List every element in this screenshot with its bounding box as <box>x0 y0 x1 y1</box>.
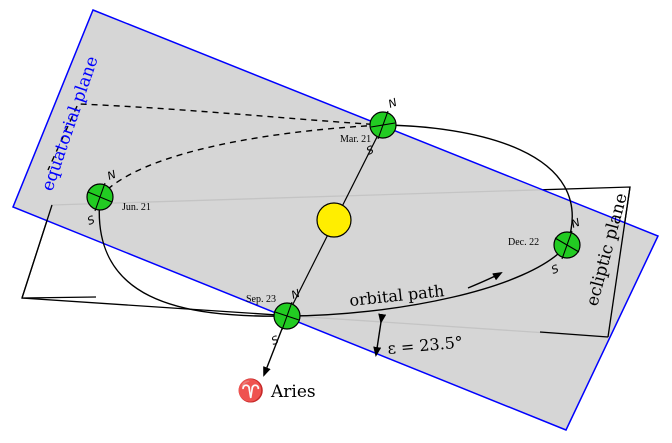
tilt-angle-arrow <box>373 313 387 357</box>
ecliptic-plane-edge <box>539 331 609 338</box>
ecliptic-plane-edge <box>21 296 97 299</box>
date-label-jun21: Jun. 21 <box>122 202 151 213</box>
earth-jun21 <box>86 182 114 212</box>
south-pole-label: S <box>86 213 97 228</box>
orbit-solid-segment <box>98 124 573 317</box>
ecliptic-plane-edge <box>21 204 53 299</box>
earth-dec22 <box>553 230 581 260</box>
sun <box>316 202 352 238</box>
south-pole-label: S <box>365 143 376 158</box>
aries-symbol: ♈ <box>237 378 264 404</box>
aries-label: Aries <box>270 382 316 402</box>
date-label-mar21: Mar. 21 <box>340 134 371 145</box>
date-label-sep23: Sep. 23 <box>246 294 276 305</box>
south-pole-label: S <box>270 333 281 348</box>
earth-sep23 <box>273 301 301 331</box>
ecliptic-plane-edge <box>607 186 631 338</box>
equator-dashed-line <box>47 103 384 171</box>
date-label-dec22: Dec. 22 <box>508 237 539 248</box>
earth-mar21 <box>369 110 397 140</box>
orbit-dashed-segment <box>99 124 384 198</box>
orbital-path-arrow <box>467 272 503 289</box>
north-pole-label: N <box>387 96 399 111</box>
south-pole-label: S <box>550 262 561 277</box>
